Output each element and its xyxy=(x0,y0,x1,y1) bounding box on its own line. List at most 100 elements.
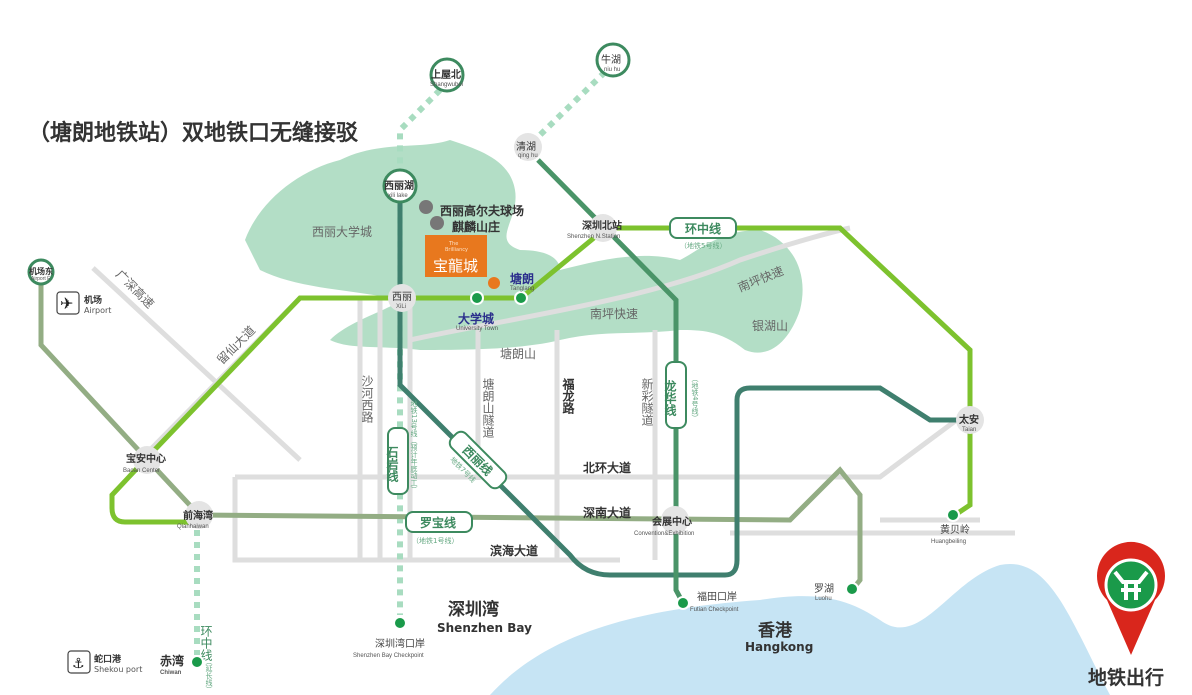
stations-luohu-en: Luohu xyxy=(815,596,832,602)
stations-taian-en: Taian xyxy=(962,427,976,433)
line-label-l4[interactable]: 龙华线 （地铁4号线） xyxy=(663,361,699,429)
poi-dot xyxy=(419,200,433,214)
project-en2: Brilliancy xyxy=(445,247,468,253)
line-5-huanzhong xyxy=(109,225,973,525)
stations-shangwubei-cn: 上屋北 xyxy=(431,68,461,81)
station-futian[interactable]: 福田口岸 Futian Checkpoint xyxy=(676,590,739,613)
road-label: 塘朗山隧道 xyxy=(481,377,495,438)
area-label: Shenzhen Bay xyxy=(437,621,532,635)
stations-qinghu-en: qing hu xyxy=(518,153,538,159)
line-sub: （延长线） xyxy=(205,658,213,693)
line-label-l7[interactable]: 西丽线 地铁7号线 xyxy=(438,429,509,500)
poi-golf: 西丽高尔夫球场 xyxy=(440,203,524,218)
line-name: 罗宝线 xyxy=(420,515,456,530)
stations-qinghu-cn: 清湖 xyxy=(516,140,536,153)
line-name: 龙华线 xyxy=(663,379,677,417)
stations-szn-cn: 深圳北站 xyxy=(582,219,622,232)
line-sub: （地铁1号线） xyxy=(412,536,458,545)
stations-shangwubei-en: Shangwubei xyxy=(430,82,463,88)
line-name: 环中线 xyxy=(199,625,213,661)
road-label: 北环大道 xyxy=(583,460,631,475)
stations-szbay-cn: 深圳湾口岸 xyxy=(375,637,425,650)
stations-baoan-en: Baoan Center xyxy=(123,468,160,474)
line-label-ext: 环中线 （延长线） xyxy=(199,625,213,693)
port-poi: ⚓ 蛇口港 Shekou port xyxy=(67,650,142,674)
stations-xilihu-en: xili lake xyxy=(388,193,408,199)
stations-airporteast-cn: 机场东 xyxy=(29,266,53,276)
line-sub: （地铁5号线） xyxy=(680,241,726,250)
road-label: 深南大道 xyxy=(583,505,631,520)
stations-niuhu-en: niu hu xyxy=(604,67,620,73)
stations-szn-en: Shenzhen N.Station xyxy=(567,234,620,240)
stations-huangbeiling-en: Huangbeiling xyxy=(931,539,966,545)
project-en1: The xyxy=(448,241,458,247)
line-label-l5[interactable]: 环中线 （地铁5号线） xyxy=(669,217,737,250)
stations-tanglang-en: Tanglang xyxy=(510,286,534,292)
line-7-xili xyxy=(397,200,960,578)
page-title: （塘朗地铁站）双地铁口无缝接驳 xyxy=(28,120,359,146)
line-label-l1[interactable]: 罗宝线 （地铁1号线） xyxy=(405,511,473,545)
project-location-dot xyxy=(488,277,500,289)
road-label: 新彩隧道 xyxy=(640,377,654,426)
station-qianhaiwan[interactable]: 前海湾 Qianhaiwan xyxy=(177,501,213,530)
stations-chiwan-en: Chiwan xyxy=(160,670,182,676)
area-label: 香港 xyxy=(758,620,793,641)
line-label-shiyan[interactable]: 石岩线 地铁13号线（预计年底动工） xyxy=(385,399,418,495)
area-label: 塘朗山 xyxy=(500,346,536,361)
sea-area xyxy=(490,563,1110,695)
stations-futian-cn: 福田口岸 xyxy=(697,590,737,603)
metro-pin-icon[interactable] xyxy=(1097,541,1165,655)
pois-port_en: Shekou port xyxy=(94,665,142,674)
area-label: 西丽大学城 xyxy=(312,224,372,239)
line-name: 石岩线 xyxy=(385,446,399,483)
line-sub: 地铁13号线（预计年底动工） xyxy=(410,399,418,493)
stations-xili-cn: 西丽 xyxy=(392,292,412,303)
station-szn[interactable]: 深圳北站 Shenzhen N.Station xyxy=(567,214,622,242)
stations-qianhaiwan-en: Qianhaiwan xyxy=(177,524,209,530)
stations-huangbeiling-cn: 黄贝岭 xyxy=(940,523,970,536)
line-13-dotted xyxy=(194,69,608,655)
stations-univ-cn: 大学城 xyxy=(458,311,494,326)
stations-chiwan-cn: 赤湾 xyxy=(160,653,184,668)
ship-icon: ⚓ xyxy=(72,656,85,672)
stations-convention-en: Convention&Exhibition xyxy=(634,531,694,537)
station-huangbeiling[interactable]: 黄贝岭 Huangbeiling xyxy=(931,508,970,545)
stations-qianhaiwan-cn: 前海湾 xyxy=(183,509,213,522)
pois-airport_en: Airport xyxy=(84,306,111,315)
airport-poi: ✈ 机场 Airport xyxy=(56,291,111,315)
project-logo[interactable]: The Brilliancy 宝龍城 xyxy=(425,235,487,277)
project-cn: 宝龍城 xyxy=(433,257,478,275)
stations-tanglang-cn: 塘朗 xyxy=(510,271,534,286)
stations-univ-en: University Town xyxy=(456,326,498,332)
pois-port_cn: 蛇口港 xyxy=(94,653,122,665)
pois-airport_cn: 机场 xyxy=(84,294,102,306)
stations-xilihu-cn: 西丽湖 xyxy=(384,179,414,192)
stations-xili-en: XiLi xyxy=(396,304,406,310)
station-baoan[interactable]: 宝安中心 Baoan Center xyxy=(123,446,166,474)
area-label: 深圳湾 xyxy=(448,599,499,620)
stations-baoan-cn: 宝安中心 xyxy=(126,452,166,465)
stations-futian-en: Futian Checkpoint xyxy=(690,607,739,613)
road-label: 南坪快速 xyxy=(590,306,638,321)
stations-airporteast-en: Airport E xyxy=(31,276,51,282)
station-chiwan[interactable]: 赤湾 Chiwan xyxy=(160,653,204,676)
road-label: 福龙路 xyxy=(561,377,575,415)
poi-qilin: 麒麟山庄 xyxy=(452,219,500,234)
area-label: 银湖山 xyxy=(752,318,788,333)
area-label: Hangkong xyxy=(745,640,813,654)
line-name: 环中线 xyxy=(685,221,721,236)
stations-niuhu-cn: 牛湖 xyxy=(601,53,621,66)
